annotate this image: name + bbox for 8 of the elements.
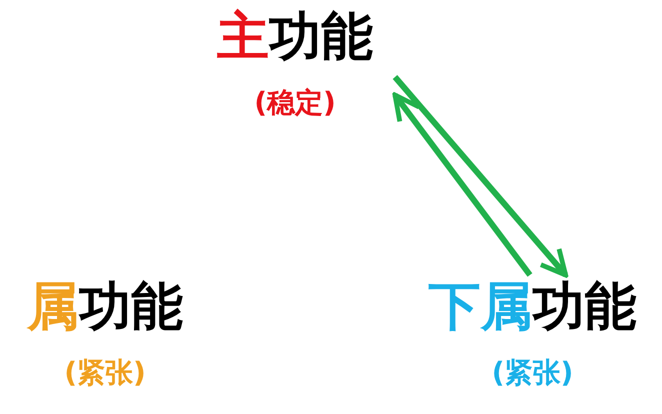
state-note: (紧张) — [492, 355, 574, 391]
function-heading: 属功能 — [27, 276, 183, 339]
function-heading: 下属功能 — [428, 276, 636, 339]
state-note: (紧张) — [64, 355, 146, 391]
state-note: (稳定) — [254, 85, 336, 121]
function-heading: 主功能 — [217, 6, 373, 69]
arrow — [392, 92, 532, 277]
arrow — [392, 75, 568, 278]
